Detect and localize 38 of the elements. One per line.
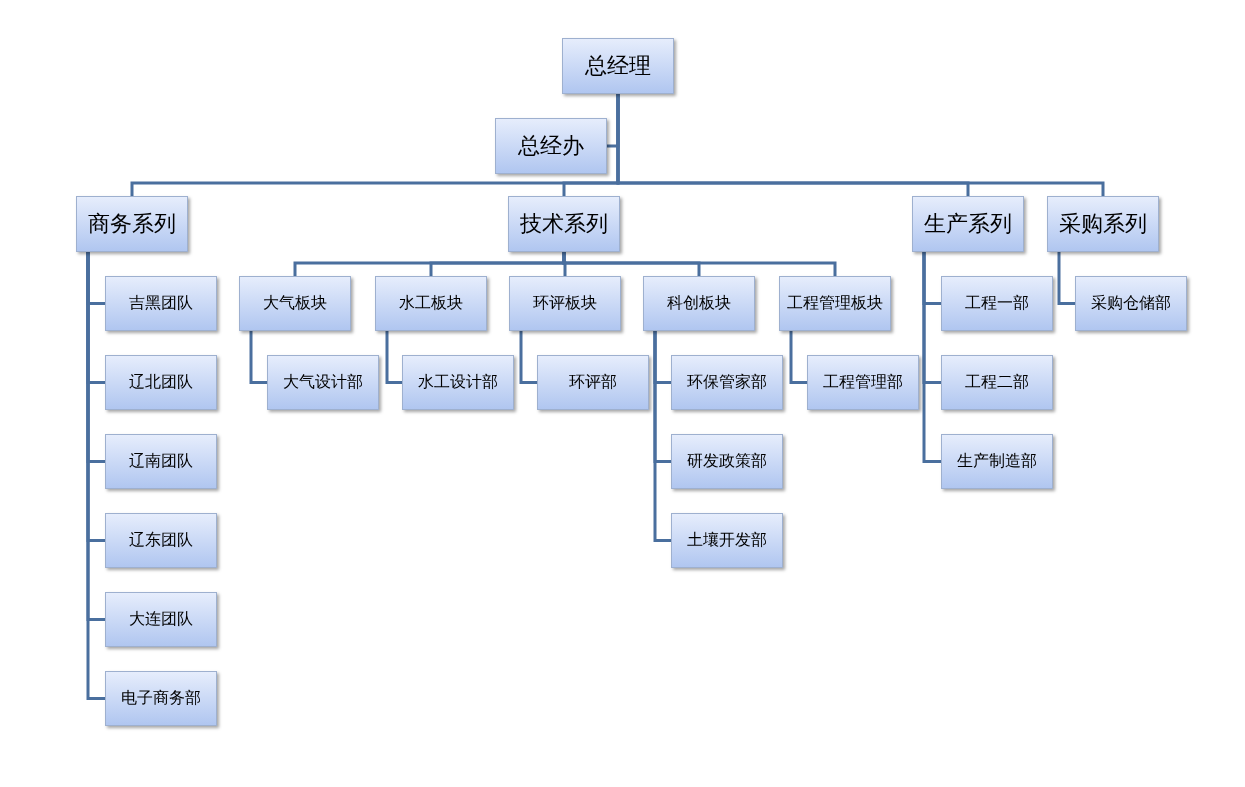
org-unit-box: 环保管家部 (671, 355, 783, 410)
org-unit-box: 总经办 (495, 118, 607, 174)
org-unit-box: 生产制造部 (941, 434, 1053, 489)
org-unit-box: 大气设计部 (267, 355, 379, 410)
org-unit-box: 采购仓储部 (1075, 276, 1187, 331)
connector-line (789, 331, 807, 384)
connector-line (653, 331, 671, 542)
org-unit-box: 辽南团队 (105, 434, 217, 489)
org-unit-box: 水工设计部 (402, 355, 514, 410)
org-unit-box: 生产系列 (912, 196, 1024, 252)
org-unit-box: 辽北团队 (105, 355, 217, 410)
org-unit-box: 吉黑团队 (105, 276, 217, 331)
org-unit-box: 大气板块 (239, 276, 351, 331)
org-unit-box: 工程一部 (941, 276, 1053, 331)
connector-line (922, 252, 941, 463)
connector-line (249, 331, 267, 384)
org-unit-box: 总经理 (562, 38, 674, 94)
org-unit-box: 技术系列 (508, 196, 620, 252)
org-unit-box: 商务系列 (76, 196, 188, 252)
org-unit-box: 采购系列 (1047, 196, 1159, 252)
connector-line (519, 331, 537, 384)
org-unit-box: 工程管理板块 (779, 276, 891, 331)
org-unit-box: 环评板块 (509, 276, 621, 331)
org-unit-box: 辽东团队 (105, 513, 217, 568)
org-unit-box: 工程管理部 (807, 355, 919, 410)
org-unit-box: 研发政策部 (671, 434, 783, 489)
org-unit-box: 科创板块 (643, 276, 755, 331)
connector-line (86, 252, 105, 700)
org-unit-box: 土壤开发部 (671, 513, 783, 568)
org-unit-box: 电子商务部 (105, 671, 217, 726)
org-unit-box: 大连团队 (105, 592, 217, 647)
org-unit-box: 环评部 (537, 355, 649, 410)
org-unit-box: 水工板块 (375, 276, 487, 331)
connector-line (1057, 252, 1075, 305)
org-unit-box: 工程二部 (941, 355, 1053, 410)
connector-line (616, 94, 1105, 196)
connector-line (385, 331, 402, 384)
connector-line (562, 252, 837, 276)
